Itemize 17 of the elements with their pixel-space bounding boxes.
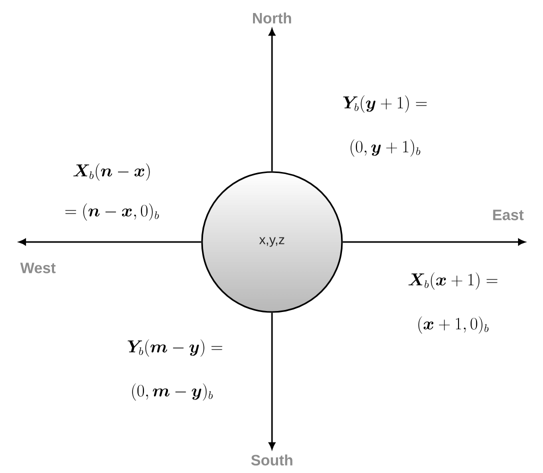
arrow	[268, 28, 276, 172]
formula: $= (\boldsymbol{n}-\boldsymbol{x},0)_b$	[65, 203, 159, 221]
formula: $(0,\boldsymbol{y}+1)_b$	[350, 139, 420, 157]
formula: $\boldsymbol{Y}_b(\boldsymbol{m}-\boldsymbol{y}) =$	[128, 339, 222, 357]
direction-label: East	[493, 210, 524, 220]
arrow	[342, 238, 526, 246]
direction-label: South	[251, 454, 292, 466]
direction-label: North	[253, 12, 292, 24]
formula: $\boldsymbol{X}_b(\boldsymbol{n}-\boldsymbol{x})$	[73, 163, 150, 181]
formula: $\boldsymbol{X}_b(\boldsymbol{x}+1) =$	[408, 272, 498, 290]
direction-label: West	[20, 262, 56, 274]
formula: $(\boldsymbol{x}+1,0)_b$	[418, 316, 489, 334]
formula: $(0,\boldsymbol{m}-\boldsymbol{y})_b$	[132, 383, 213, 401]
arrow	[268, 312, 276, 450]
circle-node: x,y,z	[201, 171, 343, 313]
arrow	[18, 238, 202, 246]
formula: $\boldsymbol{Y}_b(\boldsymbol{y}+1) =$	[343, 95, 427, 113]
